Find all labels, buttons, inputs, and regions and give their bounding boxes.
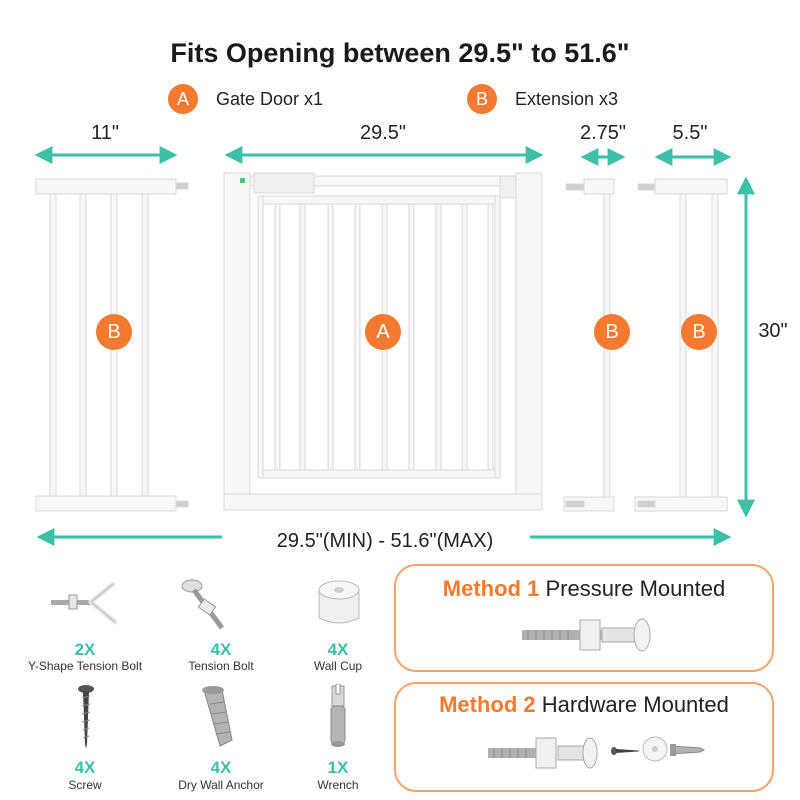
badge-a: A bbox=[168, 84, 198, 114]
badge-b: B bbox=[467, 84, 497, 114]
dim-ext-small-width: 2.75" bbox=[579, 122, 627, 144]
gate-door bbox=[223, 172, 543, 511]
dim-height: 30" bbox=[758, 320, 788, 342]
accessory-count-wrench: 1X bbox=[327, 758, 349, 777]
accessory-label-wall-cup: Wall Cup bbox=[313, 659, 363, 673]
dimension-arrows bbox=[34, 146, 755, 546]
accessory-count-y-bolt: 2X bbox=[74, 640, 96, 659]
accessory-count-screw: 4X bbox=[74, 758, 96, 777]
gate-diagram bbox=[34, 146, 755, 546]
wrench-icon bbox=[330, 684, 346, 747]
small-anchor-icon bbox=[670, 744, 706, 756]
small-wall-cup-icon bbox=[642, 736, 668, 762]
hardware-bolt-icon bbox=[488, 737, 598, 769]
method-1-box: Method 1 Pressure Mounted bbox=[394, 564, 774, 672]
method-1-number: Method 1 bbox=[442, 576, 540, 601]
mark-gate-door: A bbox=[365, 314, 401, 350]
mark-extension-medium: B bbox=[681, 314, 717, 350]
screw-icon bbox=[78, 685, 94, 749]
dim-gate-width: 29.5" bbox=[359, 122, 407, 144]
accessory-label-wrench: Wrench bbox=[317, 778, 359, 792]
method-2-name: Hardware Mounted bbox=[541, 692, 729, 717]
method-2-box: Method 2 Hardware Mounted bbox=[394, 682, 774, 792]
accessory-label-y-bolt: Y-Shape Tension Bolt bbox=[27, 659, 143, 673]
pressure-bolt-icon bbox=[522, 618, 651, 652]
legend-gate-door-text: Gate Door x1 bbox=[216, 88, 324, 109]
mark-extension-small: B bbox=[594, 314, 630, 350]
accessory-count-dry-wall-anchor: 4X bbox=[210, 758, 232, 777]
method-1-title: Method 1 Pressure Mounted bbox=[396, 576, 772, 602]
accessory-label-screw: Screw bbox=[68, 778, 102, 792]
accessory-count-tension-bolt: 4X bbox=[210, 640, 232, 659]
dry-wall-anchor-icon bbox=[202, 686, 233, 747]
small-screw-icon bbox=[611, 747, 640, 755]
accessory-count-wall-cup: 4X bbox=[327, 640, 349, 659]
legend-gate-door: A Gate Door x1 bbox=[168, 84, 323, 114]
tension-bolt-icon bbox=[181, 579, 225, 630]
legend-extension-text: Extension x3 bbox=[515, 88, 619, 109]
extension-medium bbox=[634, 178, 728, 512]
wall-cup-icon bbox=[318, 580, 360, 624]
legend-extension: B Extension x3 bbox=[467, 84, 618, 114]
method-1-name: Pressure Mounted bbox=[545, 576, 726, 601]
y-shape-tension-bolt-icon bbox=[51, 581, 118, 625]
dim-ext-large-width: 11" bbox=[91, 122, 119, 144]
dim-ext-medium-width: 5.5" bbox=[672, 122, 708, 144]
accessory-label-dry-wall-anchor: Dry Wall Anchor bbox=[178, 778, 264, 792]
dim-total-range: 29.5"(MIN) - 51.6"(MAX) bbox=[276, 530, 494, 552]
method-2-number: Method 2 bbox=[439, 692, 536, 717]
method-2-title: Method 2 Hardware Mounted bbox=[396, 692, 772, 718]
mark-extension-large: B bbox=[96, 314, 132, 350]
accessory-label-tension-bolt: Tension Bolt bbox=[188, 659, 254, 673]
page-title: Fits Opening between 29.5" to 51.6" bbox=[170, 38, 630, 68]
